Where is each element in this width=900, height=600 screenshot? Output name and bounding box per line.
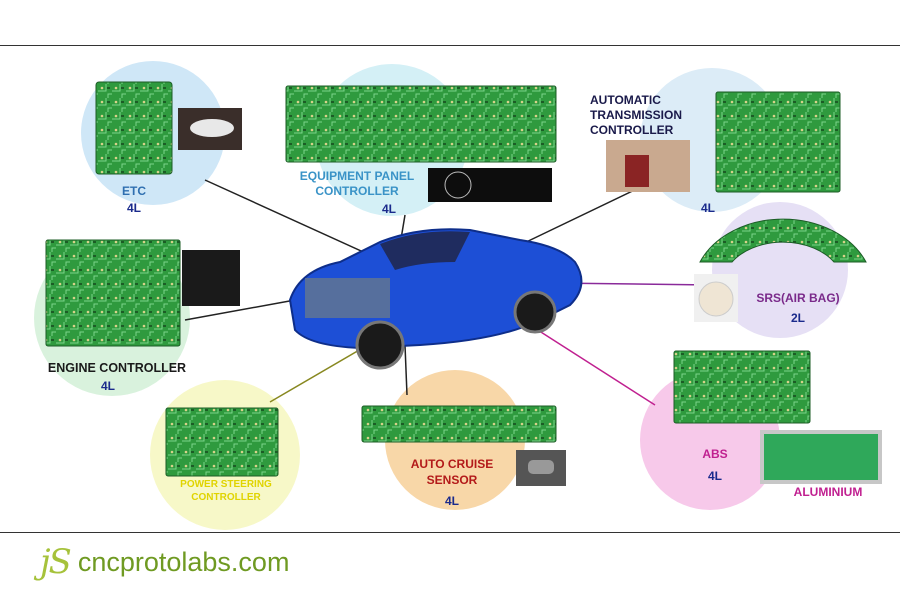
rear-wheel — [513, 290, 557, 334]
transmission-layers: 4L — [701, 201, 715, 215]
aluminium-label: ALUMINIUM — [794, 485, 863, 499]
equipment-pcb — [285, 85, 557, 163]
etc-layers: 4L — [127, 201, 141, 215]
airbag-icon — [698, 281, 734, 317]
engine-connector — [184, 299, 296, 321]
equipment-title-line1: EQUIPMENT PANEL — [300, 169, 414, 183]
power-title-line1: POWER STEERING — [180, 479, 272, 490]
srs-layers: 2L — [791, 311, 805, 325]
top-rule — [0, 45, 900, 46]
transmission-title-line3: CONTROLLER — [590, 123, 674, 137]
engine-layers: 4L — [101, 379, 115, 393]
equipment-title-line2: CONTROLLER — [315, 184, 399, 198]
cruise-connector — [404, 344, 408, 396]
abs-title: ABS — [702, 447, 727, 461]
abs-layers: 4L — [708, 469, 722, 483]
transmission-pcb — [715, 91, 841, 193]
transmission-title-line2: TRANSMISSION — [590, 108, 682, 122]
power-title-line2: CONTROLLER — [191, 492, 261, 503]
brand-logo-mark: jS — [40, 542, 72, 582]
gauge-icon — [444, 171, 472, 199]
car-engine-bay — [305, 278, 390, 318]
brand-website: cncprotolabs.com — [77, 546, 290, 577]
gear-lever-icon — [625, 155, 649, 187]
module-labels: ETC 4L EQUIPMENT PANEL CONTROLLER 4L AUT… — [48, 93, 862, 508]
car-illustration — [288, 228, 583, 370]
engine-pcb — [45, 239, 181, 347]
cruise-pcb — [361, 405, 557, 443]
transmission-title-line1: AUTOMATIC — [590, 93, 661, 107]
equipment-layers: 4L — [382, 202, 396, 216]
footer-brand: jS cncprotolabs.com — [40, 542, 289, 582]
cruise-switch-icon — [528, 460, 554, 474]
front-wheel — [355, 320, 405, 370]
power-pcb — [165, 407, 279, 477]
cruise-title-line2: SENSOR — [427, 473, 478, 487]
abs-pcb — [673, 350, 811, 424]
bottom-rule — [0, 532, 900, 533]
engine-photo — [182, 250, 240, 306]
etc-pcb — [95, 81, 173, 175]
etc-device-icon — [190, 119, 234, 137]
cruise-title-line1: AUTO CRUISE — [411, 457, 493, 471]
aluminium-pcb — [760, 430, 882, 484]
etc-connector — [204, 179, 371, 256]
srs-title: SRS(AIR BAG) — [756, 291, 839, 305]
car-windshield — [380, 231, 470, 270]
equipment-photo — [428, 168, 552, 202]
srs-pcb — [699, 218, 867, 263]
engine-title: ENGINE CONTROLLER — [48, 361, 186, 375]
transmission-connector — [519, 184, 646, 246]
cruise-layers: 4L — [445, 494, 459, 508]
etc-title: ETC — [122, 184, 146, 198]
